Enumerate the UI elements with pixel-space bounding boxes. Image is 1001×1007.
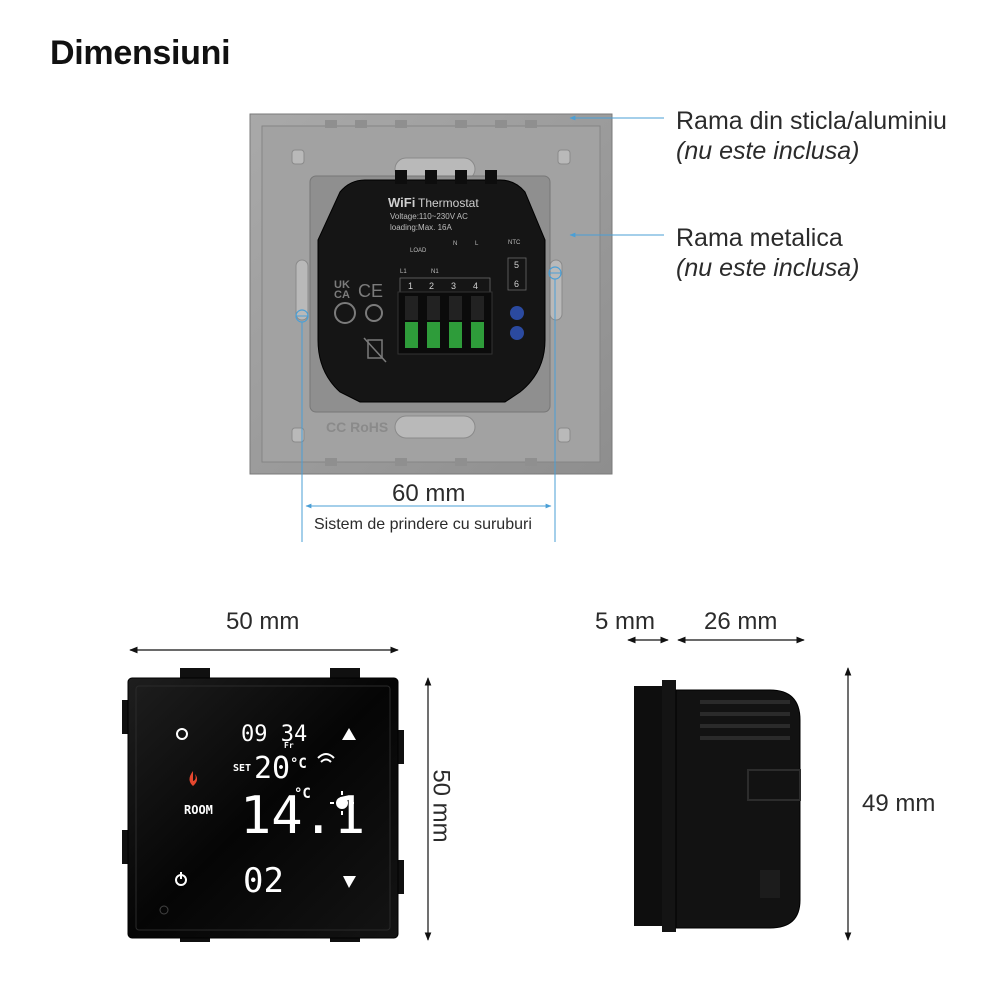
side-body (675, 689, 801, 929)
ukca-mark-bottom: CA (334, 289, 350, 301)
glass-frame-callout: Rama din sticla/aluminiu (nu este inclus… (676, 106, 947, 166)
mount-caption: Sistem de prindere cu suruburi (314, 516, 532, 533)
display-set-label: SET (233, 763, 251, 774)
metal-frame-note: (nu este inclusa) (676, 254, 860, 282)
lock-icon (159, 905, 169, 915)
terminal-num-6: 6 (514, 279, 519, 289)
terminal-label-ntc: NTC (508, 240, 521, 246)
weee-bin-icon (367, 339, 383, 359)
terminal-label-n1: N1 (431, 269, 439, 275)
recycle-icon (365, 304, 383, 322)
front-view: 09 34 Fr SET 20 °C ROOM 14.1 °C 02 (122, 646, 432, 942)
glass-frame-note: (nu este inclusa) (676, 137, 860, 165)
terminal-num-5: 5 (514, 260, 519, 270)
down-arrow-icon (343, 876, 356, 888)
side-height-label: 49 mm (862, 790, 936, 817)
module-loading: loading:Max. 16A (390, 223, 452, 232)
module-voltage: Voltage:110~230V AC (390, 212, 468, 221)
metal-frame-label: Rama metalica (676, 224, 843, 252)
ce-mark: CE (358, 281, 383, 301)
page-title: Dimensiuni (50, 34, 231, 72)
body-depth-label: 26 mm (704, 608, 778, 635)
display-set-unit: °C (290, 756, 307, 772)
wifi-icon (317, 753, 335, 763)
mount-width-label: 60 mm (392, 480, 466, 507)
front-glass-panel (127, 677, 399, 939)
display-room-temp: 14.1 (240, 786, 365, 846)
front-height-label: 50 mm (427, 769, 455, 843)
display-room-unit: °C (294, 786, 311, 802)
flame-icon (189, 771, 198, 786)
side-front-plate (634, 686, 664, 926)
terminal-num-3: 3 (451, 281, 456, 291)
glass-frame-label: Rama din sticla/aluminiu (676, 107, 947, 135)
module-brand: Thermostat (418, 196, 479, 210)
terminal-num-2: 2 (429, 281, 434, 291)
settings-gear-icon (176, 728, 188, 740)
terminal-num-1: 1 (408, 281, 413, 291)
terminal-label-l1: L1 (400, 269, 407, 275)
terminal-label-n: N (453, 241, 457, 247)
up-arrow-icon (342, 728, 356, 740)
back-view: WiFi Thermostat Voltage:110~230V AC load… (249, 113, 664, 542)
ukca-mark-top: UK (334, 279, 350, 291)
terminal-label-l: L (475, 241, 479, 247)
front-width-label: 50 mm (226, 608, 300, 635)
sun-icon (330, 791, 354, 815)
plate-marks: CC RoHS (326, 419, 388, 435)
side-view (627, 636, 852, 941)
display-clock: 09 34 (241, 722, 307, 747)
display-set-temp: 20 (254, 751, 290, 786)
terminal-num-4: 4 (473, 281, 478, 291)
frame-depth-label: 5 mm (595, 608, 655, 635)
display-program: 02 (243, 861, 284, 901)
display-room-label: ROOM (184, 803, 213, 817)
metal-frame-callout: Rama metalica (nu este inclusa) (676, 223, 859, 283)
module-brand-prefix: WiFi (388, 195, 415, 210)
display-day: Fr (284, 741, 294, 750)
recycle-person-icon (334, 302, 356, 324)
terminal-label-load: LOAD (410, 248, 427, 254)
